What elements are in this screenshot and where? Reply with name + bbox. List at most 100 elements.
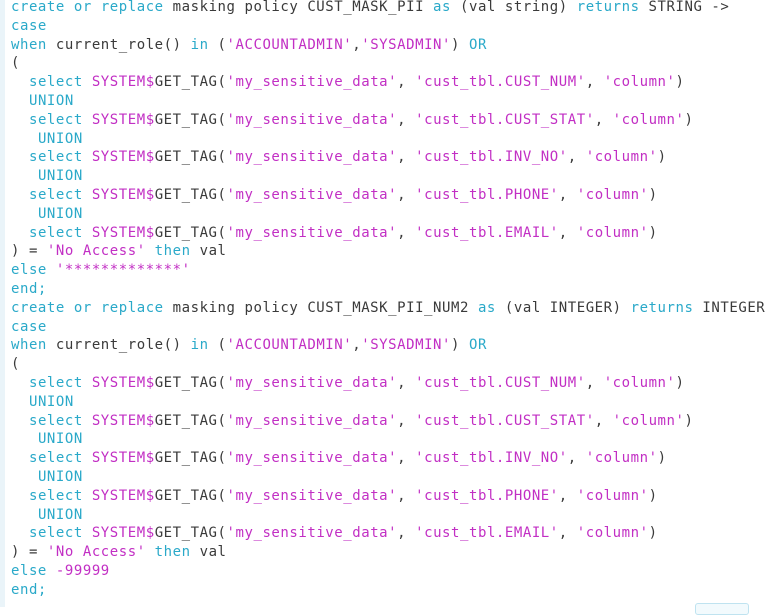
code-token: 'my_sensitive_data'	[226, 111, 398, 128]
code-token	[11, 413, 29, 429]
code-token: ,	[397, 224, 416, 241]
code-token: (val string)	[451, 0, 577, 15]
code-token: UNION	[37, 130, 83, 147]
code-line-select: select SYSTEM$GET_TAG('my_sensitive_data…	[11, 224, 768, 243]
code-line-select: select SYSTEM$GET_TAG('my_sensitive_data…	[11, 374, 768, 393]
code-token: ,	[594, 412, 613, 429]
code-token	[11, 168, 38, 184]
code-token	[11, 131, 38, 147]
code-token: current_role()	[46, 36, 191, 53]
code-token: GET_TAG(	[154, 487, 227, 504]
code-token: ,	[567, 450, 586, 467]
code-token: val	[190, 243, 227, 260]
code-token: (	[11, 55, 20, 72]
code-token: -99999	[46, 562, 110, 579]
code-line-union: UNION	[11, 92, 768, 111]
code-token: 'my_sensitive_data'	[226, 450, 398, 467]
code-token: UNION	[37, 205, 83, 222]
code-token: ,	[558, 224, 577, 241]
code-token	[11, 507, 38, 523]
code-token: ,	[558, 525, 577, 542]
code-token: )	[648, 525, 658, 542]
code-token: create	[11, 299, 65, 316]
code-token: )	[451, 337, 469, 354]
code-token: replace	[100, 299, 164, 316]
code-line-when-2: when current_role() in ('ACCOUNTADMIN','…	[11, 336, 768, 355]
code-token: select	[28, 412, 83, 429]
code-token: (val INTEGER)	[495, 299, 631, 316]
code-token: select	[28, 111, 83, 128]
code-token: in	[190, 36, 209, 53]
code-token: 'my_sensitive_data'	[226, 374, 398, 391]
code-token: GET_TAG(	[154, 525, 227, 542]
code-line-when-1: when current_role() in ('ACCOUNTADMIN','…	[11, 36, 768, 55]
code-token: 'cust_tbl.PHONE'	[415, 487, 559, 504]
code-line-create-policy-2: create or replace masking policy CUST_MA…	[11, 299, 768, 318]
code-token: ,	[397, 149, 416, 166]
code-token: 'column'	[576, 525, 649, 542]
code-token: SYSTEM$	[82, 450, 155, 467]
code-token: ,	[397, 111, 416, 128]
code-line-case-1: case	[11, 17, 768, 36]
code-token: )	[657, 450, 667, 467]
code-token: masking policy CUST_MASK_PII_NUM2	[163, 299, 478, 316]
code-token: 'my_sensitive_data'	[226, 412, 398, 429]
code-token	[11, 74, 29, 90]
code-token: ,	[567, 149, 586, 166]
code-token: UNION	[37, 431, 83, 448]
code-token	[11, 394, 29, 410]
code-token: 'cust_tbl.EMAIL'	[415, 525, 559, 542]
code-token: )	[648, 186, 658, 203]
code-token: SYSTEM$	[82, 224, 155, 241]
code-token: 'cust_tbl.CUST_STAT'	[415, 111, 595, 128]
code-token: ,	[397, 525, 416, 542]
code-token: UNION	[28, 393, 74, 410]
code-line-open-paren-1: (	[11, 54, 768, 73]
code-token: 'my_sensitive_data'	[226, 74, 398, 91]
code-token: 'cust_tbl.INV_NO'	[415, 149, 568, 166]
code-line-end-2: end;	[11, 581, 768, 600]
code-line-union: UNION	[11, 167, 768, 186]
code-token: 'my_sensitive_data'	[226, 186, 398, 203]
code-token: replace	[100, 0, 164, 15]
code-token: in	[190, 337, 209, 354]
code-token: when	[11, 337, 47, 354]
code-token: GET_TAG(	[154, 450, 227, 467]
code-token: select	[28, 149, 83, 166]
copy-button[interactable]	[695, 603, 749, 615]
code-token: case	[11, 318, 47, 335]
code-token	[11, 375, 29, 391]
code-token: else	[11, 562, 47, 579]
code-token: GET_TAG(	[154, 111, 227, 128]
code-token: SYSTEM$	[82, 412, 155, 429]
code-token: 'column'	[576, 186, 649, 203]
code-token: 'cust_tbl.INV_NO'	[415, 450, 568, 467]
code-token: 'SYSADMIN'	[361, 337, 452, 354]
code-token: 'SYSADMIN'	[361, 36, 452, 53]
code-token	[11, 225, 29, 241]
code-line-end-1: end;	[11, 280, 768, 299]
code-token: ,	[585, 74, 604, 91]
code-token: SYSTEM$	[82, 74, 155, 91]
code-token: INTEGER ->	[702, 299, 766, 316]
code-line-select: select SYSTEM$GET_TAG('my_sensitive_data…	[11, 487, 768, 506]
code-token	[11, 450, 29, 466]
code-token: GET_TAG(	[154, 74, 227, 91]
code-token: GET_TAG(	[154, 374, 227, 391]
code-token: ,	[397, 186, 416, 203]
code-line-union: UNION	[11, 430, 768, 449]
sql-code[interactable]: create or replace masking policy CUST_MA…	[11, 0, 768, 600]
code-token: masking policy CUST_MASK_PII	[163, 0, 434, 15]
code-token: ,	[397, 374, 416, 391]
code-line-select: select SYSTEM$GET_TAG('my_sensitive_data…	[11, 148, 768, 167]
code-token: ) =	[11, 544, 47, 561]
code-line-then-1: ) = 'No Access' then val	[11, 242, 768, 261]
code-token: end;	[11, 280, 47, 297]
code-token: returns	[630, 299, 694, 316]
code-token: SYSTEM$	[82, 525, 155, 542]
code-token: select	[28, 186, 83, 203]
code-token: 'cust_tbl.CUST_NUM'	[415, 374, 586, 391]
code-token: as	[477, 299, 496, 316]
code-token: end;	[11, 581, 47, 598]
